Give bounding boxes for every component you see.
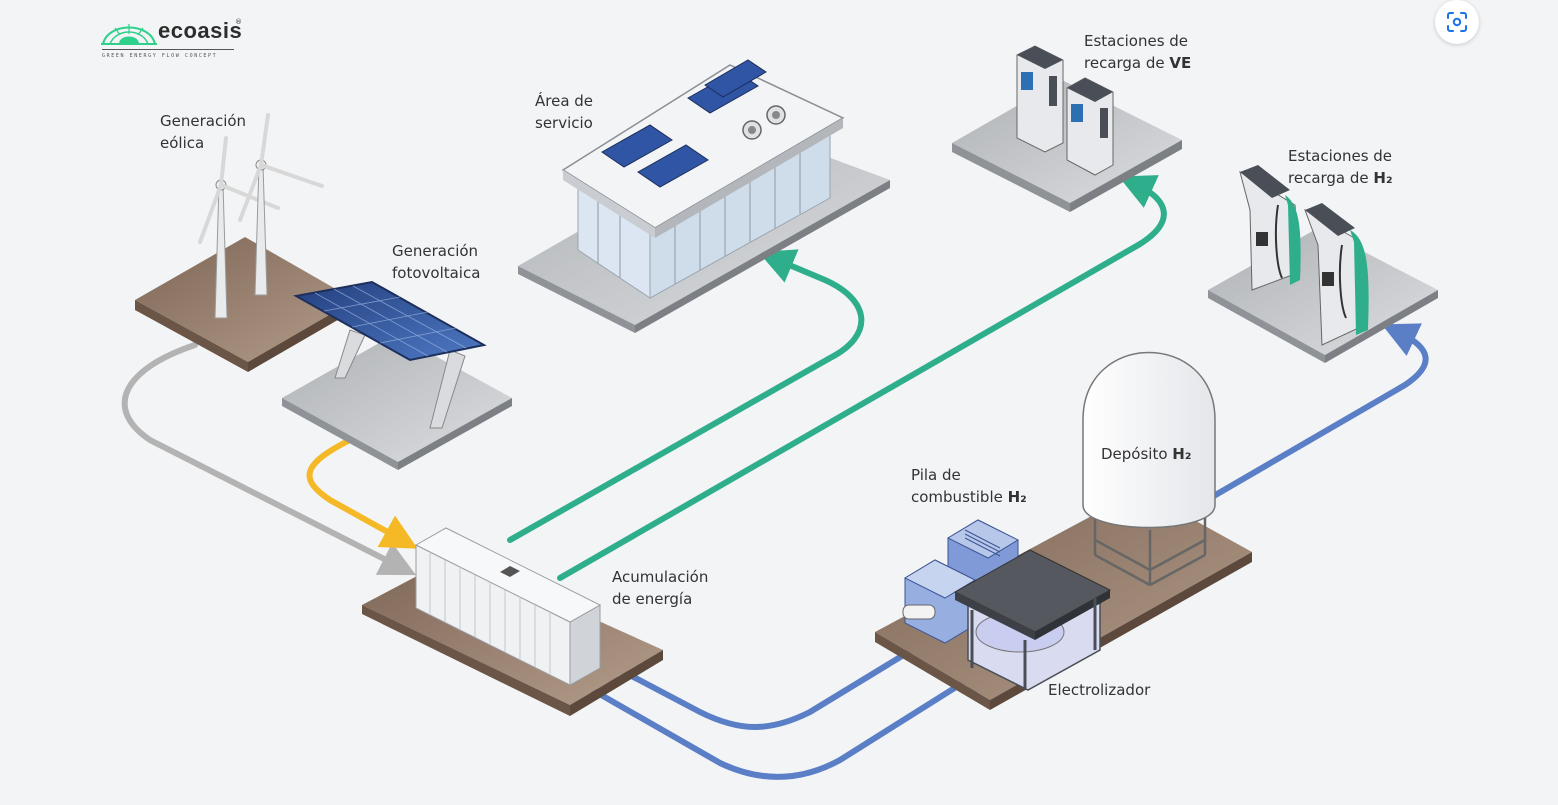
label-storage-line1: Acumulación [612,568,709,586]
label-service-area: Área de servicio [535,90,593,134]
label-electrolyzer: Electrolizador [1048,681,1151,699]
wind-generation [135,113,355,372]
label-h2st-line1: Estaciones de [1288,147,1393,165]
h2-stations [1208,165,1438,363]
hydrogen-pump-icon [1239,165,1369,346]
wind-turbine-icon [198,113,324,319]
label-fuelcell-line2-text: combustible [911,488,1008,506]
solar-panel-icon [293,280,487,362]
label-wind-line2: eólica [160,134,205,152]
label-ev-line2-bold: VE [1169,54,1192,72]
label-fuelcell-line1: Pila de [911,466,961,484]
label-h2-stations: Estaciones de recarga de H₂ [1288,145,1393,189]
ev-stations [952,45,1182,212]
battery-container-icon [414,527,602,686]
brand-name: ecoasis [158,18,243,43]
label-energy-storage: Acumulación de energía [612,566,708,610]
label-solar-generation: Generación fotovoltaica [392,240,480,284]
scan-button[interactable] [1435,0,1479,44]
label-service-line2: servicio [535,114,593,132]
hydrogen-tank-icon [1082,351,1216,587]
label-service-line1: Área de [535,92,594,110]
rooftop-fan-icon [742,105,786,140]
label-storage-line2: de energía [612,590,693,608]
label-fuelcell-line2-bold: H₂ [1007,488,1027,506]
brand-dome-icon [101,24,157,45]
solar-generation [282,280,512,470]
service-area [518,59,890,333]
label-fuel-cell: Pila de combustible H₂ [911,464,1027,508]
energy-storage [362,527,663,716]
label-h2st-line2: recarga de H₂ [1288,167,1393,189]
label-wind-generation: Generación eólica [160,110,246,154]
label-ev-line1: Estaciones de [1084,32,1189,50]
label-ev-line2-text: recarga de [1084,54,1170,72]
brand-logo: ecoasis ® GREEN ENERGY FLOW CONCEPT [100,12,250,66]
flow-storage-to-ev [557,175,1167,581]
rooftop-solar-icon [601,59,767,188]
flow-solar-to-storage [306,437,418,549]
label-fuelcell-line2: combustible H₂ [911,486,1027,508]
label-tank-bold: H₂ [1172,445,1192,463]
label-ev-line2: recarga de VE [1084,52,1191,74]
hydrogen-area [875,351,1252,710]
label-solar-line1: Generación [392,242,479,260]
label-tank-text: Depósito [1101,445,1173,463]
flow-storage-to-service [507,249,865,543]
flow-arrows [121,175,1429,780]
wind-ground [135,237,355,362]
brand-registered: ® [235,18,242,26]
label-wind-line1: Generación [160,112,247,130]
label-h2st-line2-bold: H₂ [1373,169,1393,187]
flow-storage-to-electrolyzer [572,662,996,780]
label-solar-line2: fotovoltaica [392,264,481,282]
flow-fuelcell-to-storage [589,639,928,730]
flow-wind-to-storage [121,342,417,576]
brand-tagline: GREEN ENERGY FLOW CONCEPT [102,53,218,59]
scan-focus-icon [1447,12,1467,32]
ev-charger-icon [1016,45,1114,176]
label-ev-stations: Estaciones de recarga de VE [1084,30,1191,74]
electrolyzer-icon [953,549,1112,691]
brand-divider [102,49,234,50]
label-tank: Depósito H₂ [1101,443,1191,465]
label-h2st-line2-text: recarga de [1288,169,1374,187]
flow-tank-to-h2-stations [1209,323,1429,500]
